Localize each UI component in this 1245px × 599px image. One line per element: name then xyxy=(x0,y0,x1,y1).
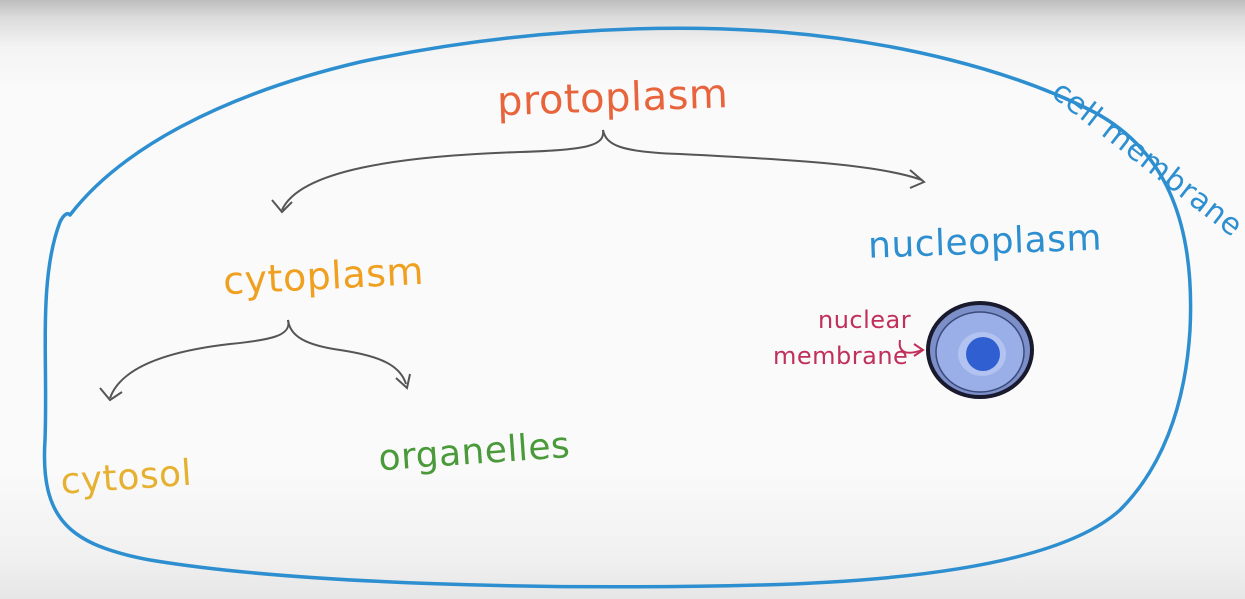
protoplasm-brace-arrow-right xyxy=(602,129,923,181)
cytoplasm-brace-arrow-left xyxy=(109,319,290,399)
protoplasm-brace-arrow xyxy=(281,129,605,211)
nucleolus xyxy=(966,337,1000,371)
protoplasm-label: protoplasm xyxy=(496,71,729,125)
cell-membrane-outline xyxy=(42,26,1193,589)
nuclear-membrane-pointer xyxy=(898,339,923,354)
cytosol-label: cytosol xyxy=(59,453,193,503)
cytoplasm-brace-arrow-right xyxy=(287,319,407,385)
nuclear-label: nuclear xyxy=(818,306,911,334)
nucleoplasm-label: nucleoplasm xyxy=(867,218,1102,267)
membrane-label: membrane xyxy=(773,342,908,370)
nuclear-membrane-pointer-head xyxy=(913,343,925,357)
cytoplasm-arrowhead-right xyxy=(395,373,411,390)
cytoplasm-arrowhead-left xyxy=(99,387,123,402)
cytoplasm-label: cytoplasm xyxy=(222,249,425,303)
organelles-label: organelles xyxy=(377,425,571,479)
protoplasm-arrowhead-left xyxy=(271,199,293,214)
protoplasm-arrowhead-right xyxy=(909,169,926,189)
